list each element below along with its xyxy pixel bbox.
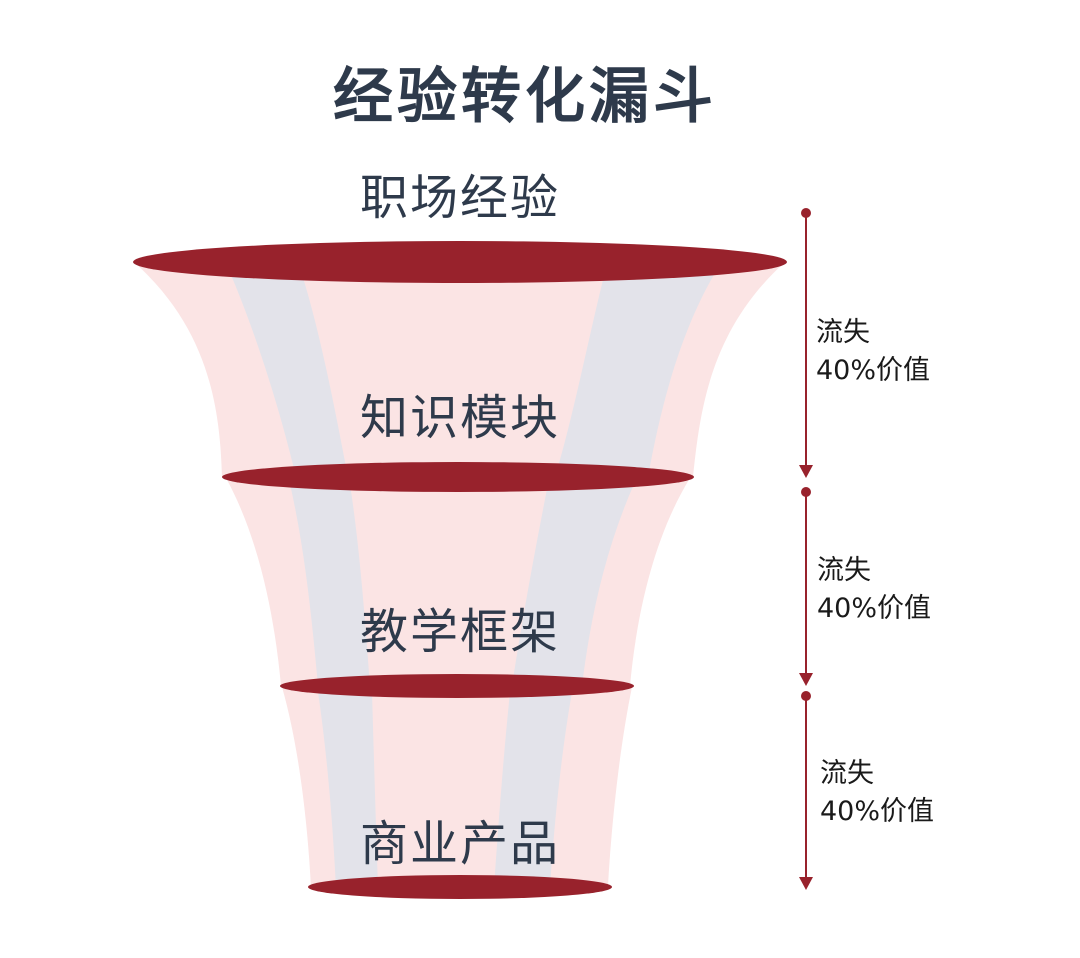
stage-label-teaching-framework: 教学框架: [359, 604, 561, 660]
funnel-segment-2-stripe-left: [290, 484, 370, 686]
funnel-segment-3-stripe-left: [318, 692, 378, 887]
loss-arrow-2: [799, 487, 813, 686]
funnel-rim-3: [280, 674, 634, 698]
loss-label-3-line1: 流失: [820, 758, 874, 789]
loss-arrow-1: [799, 208, 813, 478]
loss-label-1-line1: 流失: [816, 317, 870, 348]
funnel-rim-2: [222, 462, 694, 492]
loss-label-1: 流失 40%价值: [816, 314, 930, 390]
stage-label-knowledge-modules: 知识模块: [359, 390, 561, 446]
loss-arrow-3: [799, 691, 813, 890]
funnel-segment-1-stripe-left: [228, 268, 348, 477]
loss-label-2: 流失 40%价值: [817, 552, 931, 628]
funnel-segment-1-stripe-right: [555, 268, 718, 477]
diagram-title: 经验转化漏斗: [333, 62, 717, 132]
loss-label-1-line2: 40%价值: [816, 355, 931, 386]
funnel-segment-3-stripe-right: [494, 692, 572, 887]
stage-label-commercial-product: 商业产品: [359, 816, 561, 872]
loss-label-3: 流失 40%价值: [820, 755, 934, 831]
funnel-rim-1: [133, 241, 787, 283]
loss-label-2-line1: 流失: [817, 555, 871, 586]
loss-label-2-line2: 40%价值: [817, 593, 932, 624]
stage-label-work-experience: 职场经验: [359, 170, 561, 226]
loss-label-3-line2: 40%价值: [820, 796, 935, 827]
funnel-segment-2-stripe-right: [512, 484, 634, 686]
funnel-rim-4: [308, 875, 612, 899]
